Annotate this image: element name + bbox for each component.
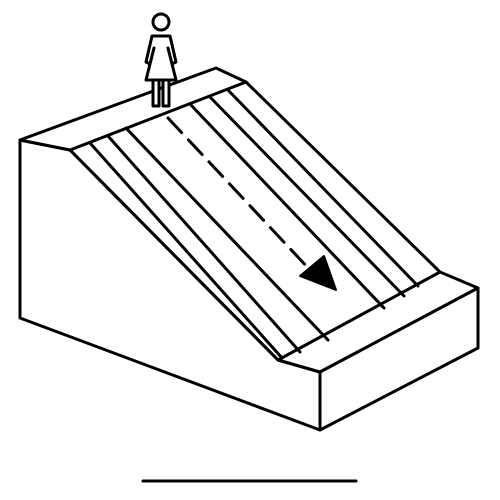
slide-lane-line (88, 141, 284, 360)
down-right-arrow-icon (299, 255, 337, 291)
base-step-front (318, 286, 480, 432)
slide-lane-line (106, 134, 302, 354)
woman-standing-icon (144, 12, 178, 108)
slide-lane-line (208, 95, 406, 298)
slope-right-edge (244, 80, 442, 274)
slope-left-edge (68, 148, 280, 362)
block-top-ledge (18, 66, 248, 152)
slide-lane-line (188, 102, 386, 310)
slide-path-dashed-line (166, 116, 312, 272)
slide-lane-line (124, 126, 330, 342)
slide-lane-line (226, 88, 420, 288)
